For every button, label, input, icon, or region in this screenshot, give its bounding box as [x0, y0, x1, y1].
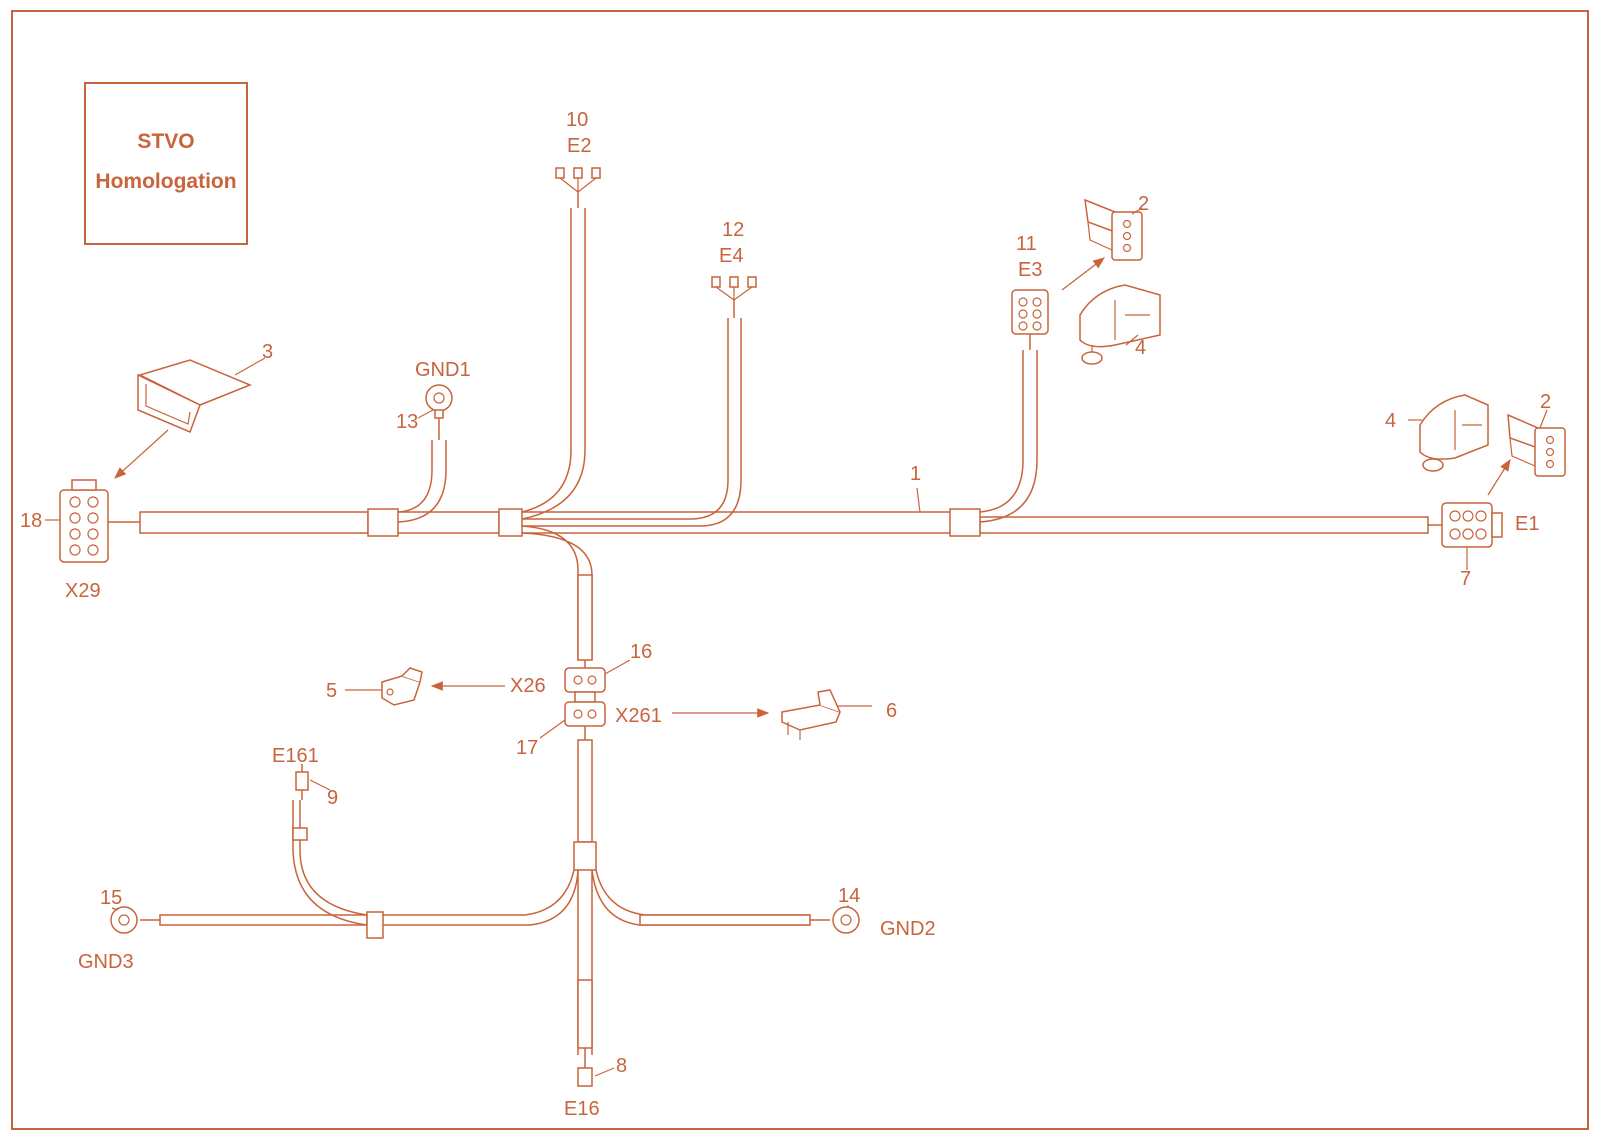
callout-12: 12 [722, 219, 744, 241]
clip [498, 508, 523, 537]
branch-e3 [979, 334, 1038, 523]
label-gnd2: GND2 [880, 918, 936, 940]
branch-e4 [522, 276, 757, 527]
callout-13: 13 [396, 411, 418, 433]
callout-9: 9 [327, 787, 338, 809]
callout-14: 14 [838, 885, 860, 907]
e16-terminal [577, 1067, 593, 1087]
callout-15: 15 [100, 887, 122, 909]
label-x26: X26 [510, 675, 546, 697]
title-line-1: STVO [137, 130, 194, 153]
label-e1: E1 [1515, 513, 1539, 535]
label-x29: X29 [65, 580, 101, 602]
callout-7: 7 [1460, 568, 1471, 590]
part-4-seal-right [1419, 394, 1489, 472]
label-gnd1: GND1 [415, 359, 471, 381]
callout-18: 18 [20, 510, 42, 532]
part-3-cover [137, 359, 252, 433]
callout-16: 16 [630, 641, 652, 663]
title-line-2: Homologation [95, 170, 236, 193]
label-e16: E16 [564, 1098, 600, 1120]
x261-connector [564, 701, 606, 727]
label-x261: X261 [615, 705, 662, 727]
callout-3: 3 [262, 341, 273, 363]
callout-8: 8 [616, 1055, 627, 1077]
x29-connector [59, 479, 109, 563]
label-gnd3: GND3 [78, 951, 134, 973]
callout-2-right: 2 [1540, 391, 1551, 413]
part-2-wedge-top [1084, 198, 1143, 261]
callout-5: 5 [326, 680, 337, 702]
e161-terminal [295, 771, 309, 791]
callout-17: 17 [516, 737, 538, 759]
part-2-wedge-right [1507, 413, 1566, 477]
callout-11: 11 [1016, 233, 1037, 255]
callout-2-top: 2 [1138, 193, 1149, 215]
leader-lines [45, 207, 1548, 1077]
x26-connector [564, 667, 606, 693]
part-4-seal-top [1079, 284, 1161, 365]
clip [949, 508, 981, 537]
down-branch [110, 525, 860, 1087]
branch-gnd1 [397, 384, 453, 523]
callout-4-right: 4 [1385, 410, 1396, 432]
label-e4: E4 [719, 245, 743, 267]
clip [367, 508, 399, 537]
part-6-plug [781, 689, 841, 740]
title-box: STVO Homologation [84, 82, 248, 245]
callout-1: 1 [910, 463, 921, 485]
label-e161: E161 [272, 745, 319, 767]
part-5-plug [381, 667, 423, 706]
label-e3: E3 [1018, 259, 1042, 281]
page-border [11, 10, 1589, 1130]
arrows [114, 257, 1511, 718]
branch-e2 [521, 167, 601, 520]
callout-10: 10 [566, 109, 588, 131]
labels: X29 E1 E2 E3 E4 E16 E161 X26 X261 GND1 G… [20, 109, 1551, 1120]
label-e2: E2 [567, 135, 591, 157]
main-trunk [108, 508, 1429, 537]
callout-6: 6 [886, 700, 897, 722]
clip [366, 911, 384, 939]
e3-connector [1011, 289, 1049, 335]
clip [573, 841, 597, 871]
e1-connector [1428, 502, 1503, 548]
callout-4-top: 4 [1135, 337, 1146, 359]
